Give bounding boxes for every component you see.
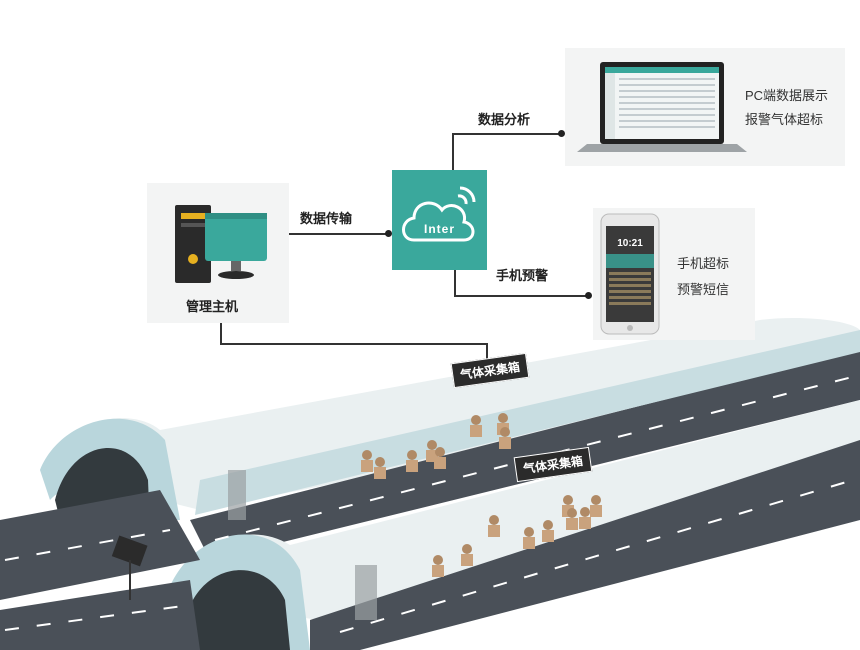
cloud-label: Inter (423, 222, 455, 236)
upper-tunnel-tube (40, 318, 860, 510)
pc-line-1: PC端数据展示 (745, 88, 829, 103)
analysis-endpoint (558, 130, 565, 137)
host-panel (147, 183, 289, 323)
transfer-line (289, 233, 389, 235)
road-sign (111, 535, 148, 567)
wall-patch (228, 470, 246, 520)
analysis-label: 数据分析 (478, 112, 531, 127)
transfer-label: 数据传输 (300, 211, 353, 226)
mobile-alert-label: 手机预警 (496, 268, 549, 283)
wall-patch (355, 565, 377, 620)
phone-clock: 10:21 (617, 238, 643, 249)
mobile-line-h (454, 295, 588, 297)
mobile-endpoint (585, 292, 592, 299)
analysis-line-h (452, 133, 560, 135)
cloud-box: Inter (392, 170, 487, 270)
front-road (0, 490, 200, 600)
lower-tunnel-tube (170, 400, 860, 620)
host-tunnel-connector-h (220, 343, 488, 345)
pc-panel: PC端数据展示 报警气体超标 (565, 48, 845, 166)
cloud-icon (402, 186, 476, 242)
transfer-endpoint (385, 230, 392, 237)
lower-tunnel-portal (185, 570, 290, 650)
host-tunnel-connector-v (220, 323, 222, 345)
laptop-icon (577, 62, 747, 152)
host-label: 管理主机 (186, 299, 239, 314)
lower-road (310, 440, 860, 650)
host-tunnel-connector-v2 (486, 343, 488, 365)
front-road-2 (0, 580, 200, 650)
phone-line-2: 预警短信 (677, 282, 730, 297)
analysis-line-v (452, 133, 454, 170)
pc-line-2: 报警气体超标 (745, 112, 824, 127)
phone-panel: 10:21 手机超标 预警短信 (593, 208, 755, 340)
desktop-computer-icon (175, 205, 267, 283)
phone-line-1: 手机超标 (677, 256, 730, 271)
mobile-line-v (454, 270, 456, 297)
smartphone-icon (600, 213, 660, 335)
workers (361, 413, 602, 577)
